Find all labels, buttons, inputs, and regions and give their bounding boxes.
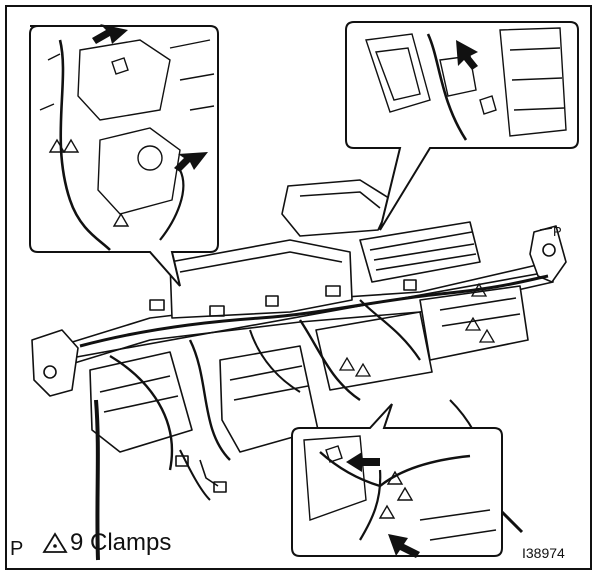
instrument-panel-assembly <box>31 179 567 561</box>
callout-mark: P <box>553 224 562 239</box>
clamp-markers-main <box>338 282 496 377</box>
legend-text: 9 Clamps <box>70 529 172 556</box>
arrow-icon <box>92 24 128 44</box>
figure-id: I38974 <box>522 545 565 561</box>
clamp-triangle-icon <box>42 532 68 553</box>
arrow-icon <box>388 534 420 558</box>
outer-border <box>5 5 592 570</box>
arrow-icon <box>456 40 478 70</box>
inset-upper-left <box>29 24 219 287</box>
legend-mark: P <box>10 538 24 560</box>
arrow-icon <box>174 152 208 172</box>
inset-upper-right <box>345 21 579 231</box>
arrow-icon <box>346 452 380 472</box>
inset-lower-right <box>291 403 503 558</box>
